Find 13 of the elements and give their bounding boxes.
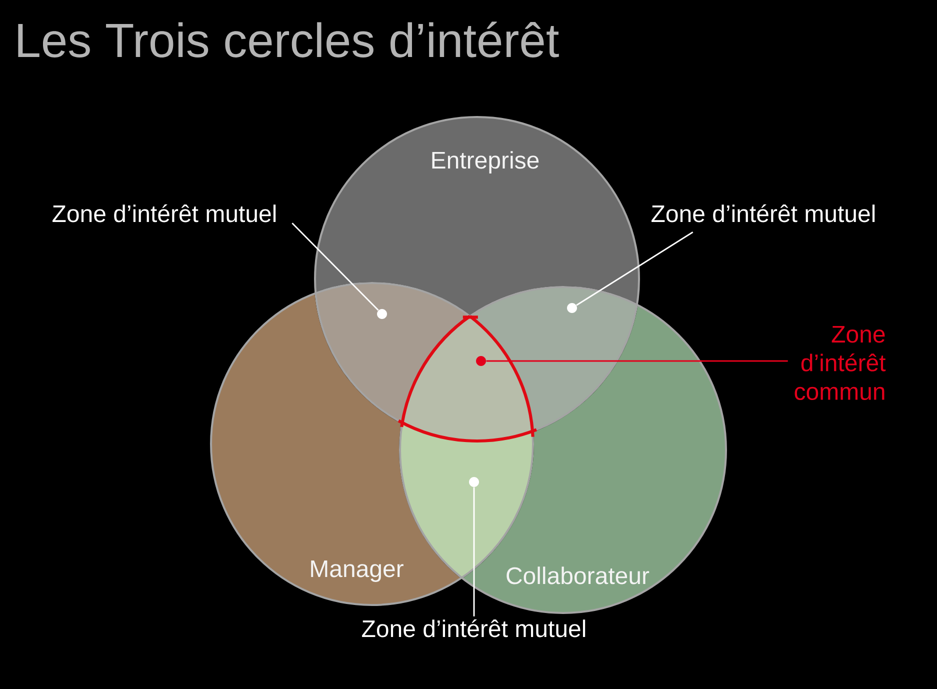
marker-dot [469,477,479,487]
marker-dot [476,356,486,366]
slide-title: Les Trois cercles d’intérêt [18,22,559,58]
leader-line [576,232,694,306]
leader-line [292,222,379,311]
leader-line [473,487,475,616]
marker-dot [567,303,578,313]
callout-text: Zone d’intérêt commun [794,326,886,400]
callout-text: Zone d’intérêt mutuel [52,204,276,222]
marker-dot [377,309,387,319]
callout-text: Zone d’intérêt mutuel [362,619,586,638]
leader-line [486,360,788,362]
callout-text: Zone d’intérêt mutuel [652,204,875,222]
